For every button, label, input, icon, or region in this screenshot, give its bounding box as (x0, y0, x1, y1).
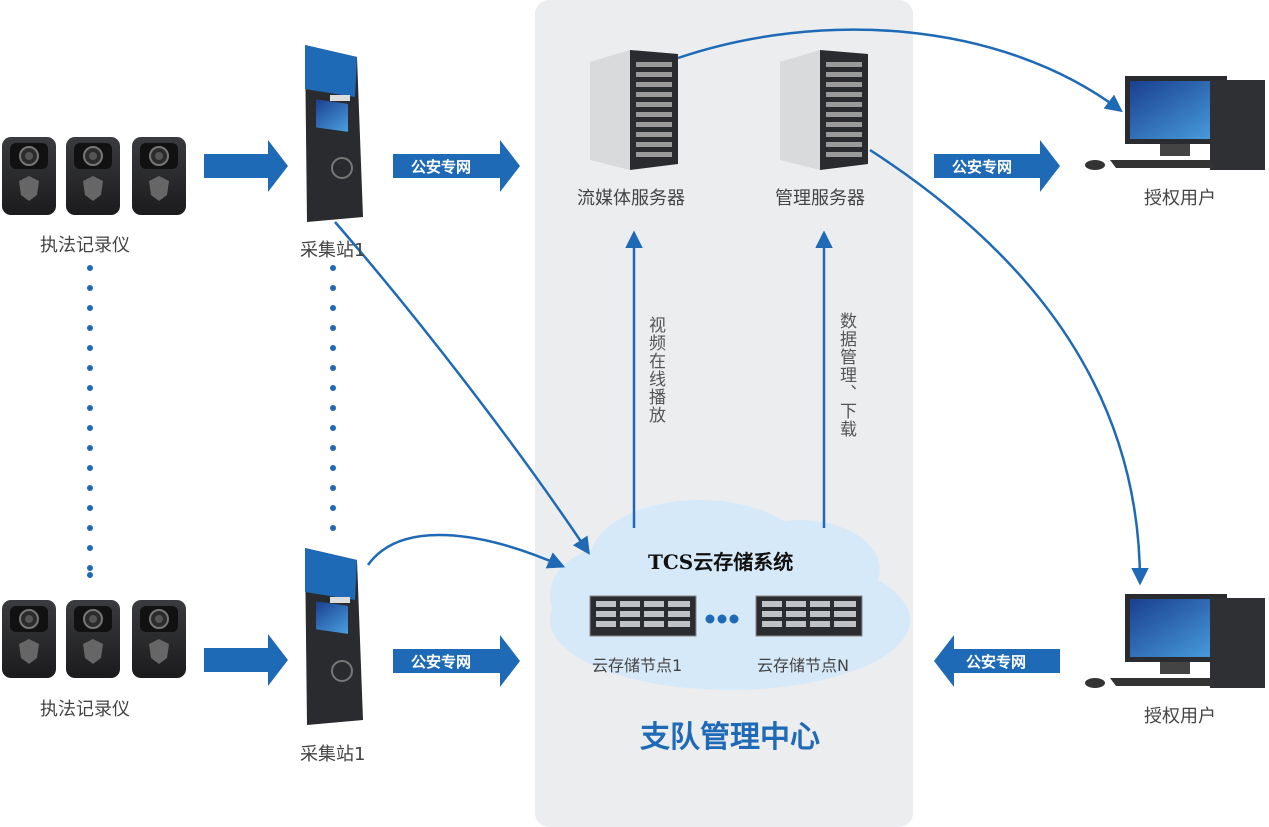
video-online-label: 视频在线播放 (645, 316, 665, 424)
storage-node-1-icon (589, 595, 697, 637)
recorder-label-bottom: 执法记录仪 (40, 699, 130, 720)
recorder-label-top: 执法记录仪 (40, 235, 130, 256)
connection-arrows (334, 28, 1149, 586)
data-manage-label: 数据管理、下载 (836, 312, 856, 438)
ellipsis-dots (705, 614, 739, 624)
cloud-title: TCS云存储系统 (648, 550, 794, 574)
police-net-label: 公安专网 (966, 653, 1027, 671)
desktop-pc-top-icon (1085, 76, 1265, 170)
police-net-link-top-right: 公安专网 (934, 154, 1041, 178)
body-camera-group-top (2, 137, 186, 215)
storage-node-n-label: 云存储节点N (757, 656, 849, 675)
streaming-server-icon (590, 50, 678, 170)
auth-user-label-top: 授权用户 (1144, 188, 1216, 209)
body-camera-group-bottom (2, 600, 186, 678)
streaming-server-label: 流媒体服务器 (577, 188, 685, 209)
police-net-link-bottom-right: 公安专网 (954, 649, 1061, 673)
police-net-link-top-mid: 公安专网 (393, 154, 500, 178)
storage-node-1-label: 云存储节点1 (592, 656, 683, 675)
block-arrows (204, 140, 1060, 687)
station-label-bottom: 采集站1 (300, 744, 366, 765)
police-net-label: 公安专网 (411, 158, 472, 176)
kiosk-top (305, 45, 363, 222)
dotted-connector-left (87, 265, 93, 578)
center-title: 支队管理中心 (640, 720, 820, 755)
auth-user-label-bottom: 授权用户 (1144, 706, 1216, 727)
storage-node-n-icon (755, 595, 863, 637)
management-server-icon (780, 50, 868, 170)
dotted-connector-station (330, 265, 336, 531)
police-net-label: 公安专网 (952, 158, 1013, 176)
station-label-top: 采集站1 (300, 240, 366, 261)
kiosk-bottom (305, 548, 363, 725)
police-net-link-bottom-mid: 公安专网 (393, 649, 500, 673)
police-net-label: 公安专网 (411, 653, 472, 671)
desktop-pc-bottom-icon (1085, 594, 1265, 688)
management-server-label: 管理服务器 (775, 188, 865, 209)
